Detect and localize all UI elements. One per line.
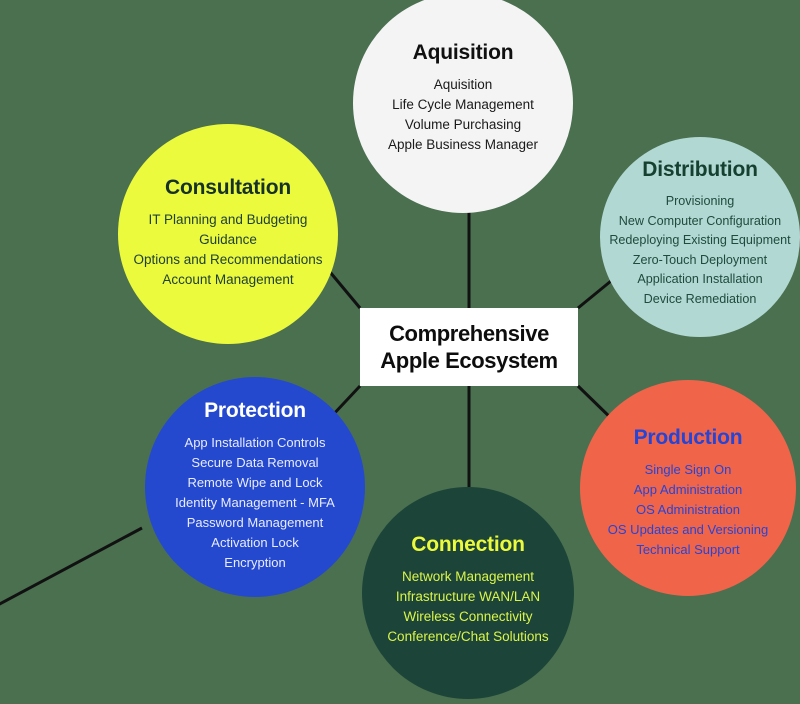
center-label-line1: Comprehensive	[389, 321, 549, 346]
list-item: Technical Support	[636, 542, 740, 558]
list-item: Activation Lock	[211, 535, 299, 551]
list-item: Provisioning	[665, 194, 735, 209]
list-item: Guidance	[199, 232, 257, 248]
list-item: App Administration	[633, 482, 743, 498]
list-item: Conference/Chat Solutions	[387, 629, 549, 645]
node-production-title: Production	[633, 426, 743, 449]
list-item: Apple Business Manager	[387, 137, 539, 153]
list-item: Volume Purchasing	[404, 117, 522, 133]
center-label-line2: Apple Ecosystem	[380, 348, 558, 373]
list-item: Encryption	[224, 555, 286, 571]
center-label: Comprehensive Apple Ecosystem	[360, 308, 578, 386]
list-item: Application Installation	[637, 272, 763, 287]
node-connection-title: Connection	[411, 533, 525, 556]
node-distribution[interactable]: Distribution Provisioning New Computer C…	[600, 137, 800, 337]
node-consultation[interactable]: Consultation IT Planning and Budgeting G…	[118, 124, 338, 344]
node-consultation-items: IT Planning and Budgeting Guidance Optio…	[133, 210, 322, 290]
node-connection[interactable]: Connection Network Management Infrastruc…	[362, 487, 574, 699]
node-connection-items: Network Management Infrastructure WAN/LA…	[387, 567, 548, 647]
list-item: Life Cycle Management	[392, 97, 534, 113]
list-item: Infrastructure WAN/LAN	[395, 589, 541, 605]
node-aquisition[interactable]: Aquisition Aquisition Life Cycle Managem…	[353, 0, 573, 213]
node-distribution-title: Distribution	[642, 158, 758, 181]
list-item: Device Remediation	[643, 291, 757, 306]
list-item: Aquisition	[433, 77, 493, 93]
list-item: OS Administration	[635, 502, 741, 518]
node-production-items: Single Sign On App Administration OS Adm…	[608, 460, 768, 560]
list-item: Account Management	[162, 272, 294, 288]
node-aquisition-items: Aquisition Life Cycle Management Volume …	[388, 75, 538, 155]
list-item: Options and Recommendations	[133, 252, 323, 268]
list-item: Secure Data Removal	[191, 455, 319, 471]
list-item: IT Planning and Budgeting	[148, 212, 308, 228]
node-protection-items: App Installation Controls Secure Data Re…	[175, 433, 335, 573]
connector-offcanvas	[0, 526, 143, 606]
list-item: Network Management	[401, 569, 535, 585]
list-item: Password Management	[186, 515, 324, 531]
list-item: Single Sign On	[644, 462, 732, 478]
list-item: App Installation Controls	[184, 435, 326, 451]
list-item: New Computer Configuration	[618, 213, 782, 228]
node-consultation-title: Consultation	[165, 176, 291, 199]
node-distribution-items: Provisioning New Computer Configuration …	[609, 192, 790, 309]
connector-consultation	[328, 271, 362, 309]
center-label-text: Comprehensive Apple Ecosystem	[380, 320, 558, 374]
node-protection[interactable]: Protection App Installation Controls Sec…	[145, 377, 365, 597]
list-item: OS Updates and Versioning	[607, 522, 769, 538]
node-aquisition-title: Aquisition	[412, 41, 514, 64]
node-protection-title: Protection	[204, 399, 306, 422]
list-item: Identity Management - MFA	[175, 495, 335, 511]
node-production[interactable]: Production Single Sign On App Administra…	[580, 380, 796, 596]
list-item: Redeploying Existing Equipment	[609, 233, 791, 248]
list-item: Remote Wipe and Lock	[187, 475, 323, 491]
list-item: Zero-Touch Deployment	[632, 252, 768, 267]
list-item: Wireless Connectivity	[403, 609, 533, 625]
